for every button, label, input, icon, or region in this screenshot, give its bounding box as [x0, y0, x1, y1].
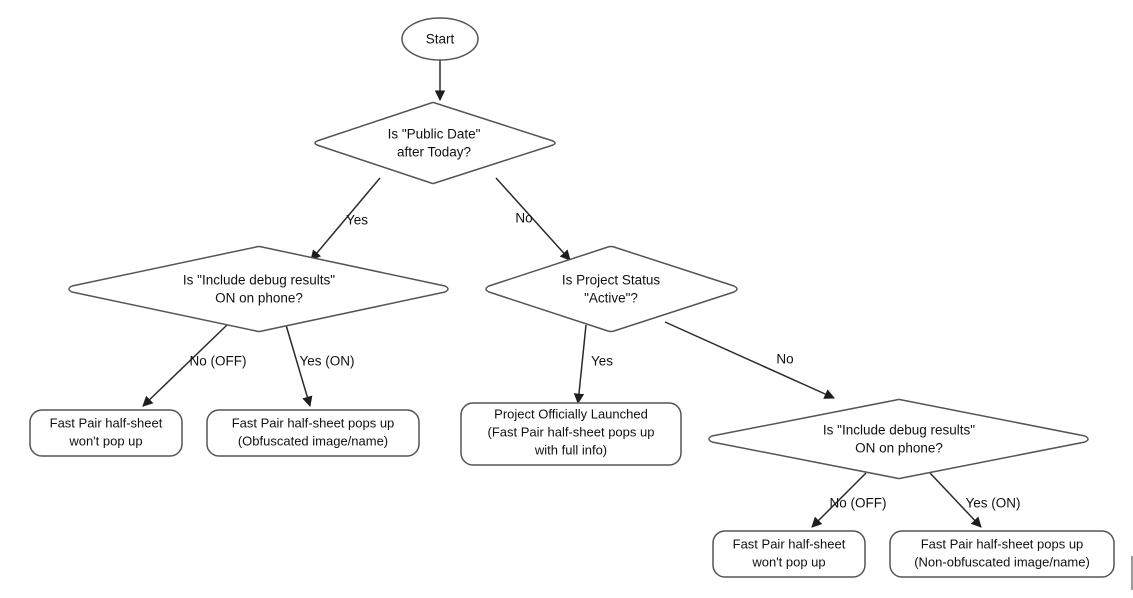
edge-debug-left-yes	[285, 324, 313, 408]
debug-left-diamond	[68, 245, 449, 333]
project-status-label-line1: Is Project Status	[562, 273, 661, 288]
edge-debug-right-yes	[929, 472, 982, 528]
terminal-launched-line2: (Fast Pair half-sheet pops up	[488, 424, 655, 439]
terminal-launched-line3: with full info)	[534, 442, 607, 457]
terminal-left-off-line2: won't pop up	[68, 433, 142, 448]
debug-right-label-line2: ON on phone?	[855, 441, 943, 456]
edge-public-date-no	[495, 177, 571, 261]
node-terminal-left-off[interactable]: Fast Pair half-sheet won't pop up	[29, 409, 183, 457]
terminal-left-on-line1: Fast Pair half-sheet pops up	[232, 415, 395, 430]
debug-right-diamond	[708, 398, 1089, 480]
terminal-launched-line1: Project Officially Launched	[494, 406, 648, 421]
terminal-left-off-box	[29, 409, 183, 457]
terminal-left-off-line1: Fast Pair half-sheet	[50, 415, 163, 430]
edge-label-debug-right-yes: Yes (ON)	[965, 496, 1020, 511]
edge-public-date-yes	[310, 177, 381, 261]
start-ellipse	[401, 17, 479, 61]
node-decision-debug-left[interactable]: Is "Include debug results" ON on phone?	[68, 245, 449, 333]
terminal-right-on-box	[889, 530, 1115, 578]
terminal-right-off-line2: won't pop up	[751, 554, 825, 569]
node-terminal-right-on[interactable]: Fast Pair half-sheet pops up (Non-obfusc…	[889, 530, 1115, 578]
edge-label-debug-left-no: No (OFF)	[190, 354, 247, 369]
node-start[interactable]: Start	[401, 17, 479, 61]
public-date-label-line1: Is "Public Date"	[388, 127, 481, 142]
edge-label-debug-left-yes: Yes (ON)	[299, 354, 354, 369]
node-decision-public-date[interactable]: Is "Public Date" after Today?	[314, 101, 556, 185]
start-label: Start	[426, 32, 455, 47]
terminal-launched-box	[460, 402, 682, 466]
terminal-right-on-line1: Fast Pair half-sheet pops up	[921, 536, 1084, 551]
terminal-left-on-line2: (Obfuscated image/name)	[238, 433, 388, 448]
edge-label-project-status-no: No	[776, 352, 793, 367]
edge-label-project-status-yes: Yes	[591, 354, 613, 369]
terminal-right-on-line2: (Non-obfuscated image/name)	[914, 554, 1090, 569]
public-date-diamond	[314, 101, 556, 185]
debug-left-label-line2: ON on phone?	[215, 291, 303, 306]
node-terminal-left-on[interactable]: Fast Pair half-sheet pops up (Obfuscated…	[206, 409, 420, 457]
node-terminal-right-off[interactable]: Fast Pair half-sheet won't pop up	[712, 530, 866, 578]
terminal-right-off-line1: Fast Pair half-sheet	[733, 536, 846, 551]
node-decision-project-status[interactable]: Is Project Status "Active"?	[485, 245, 738, 333]
public-date-label-line2: after Today?	[397, 145, 471, 160]
edge-debug-right-no	[811, 472, 867, 528]
debug-right-label-line1: Is "Include debug results"	[823, 423, 975, 438]
project-status-diamond	[485, 245, 738, 333]
edge-label-debug-right-no: No (OFF)	[830, 496, 887, 511]
terminal-right-off-box	[712, 530, 866, 578]
node-decision-debug-right[interactable]: Is "Include debug results" ON on phone?	[708, 398, 1089, 480]
edge-label-public-date-no: No	[515, 211, 532, 226]
terminal-left-on-box	[206, 409, 420, 457]
debug-left-label-line1: Is "Include debug results"	[183, 273, 335, 288]
edge-project-status-no	[664, 321, 835, 399]
edge-project-status-yes	[573, 324, 587, 405]
edge-debug-left-no	[142, 324, 228, 407]
edge-label-public-date-yes: Yes	[346, 213, 368, 228]
node-terminal-launched[interactable]: Project Officially Launched (Fast Pair h…	[460, 402, 682, 466]
project-status-label-line2: "Active"?	[584, 291, 638, 306]
page-edge-marker	[1131, 556, 1133, 590]
